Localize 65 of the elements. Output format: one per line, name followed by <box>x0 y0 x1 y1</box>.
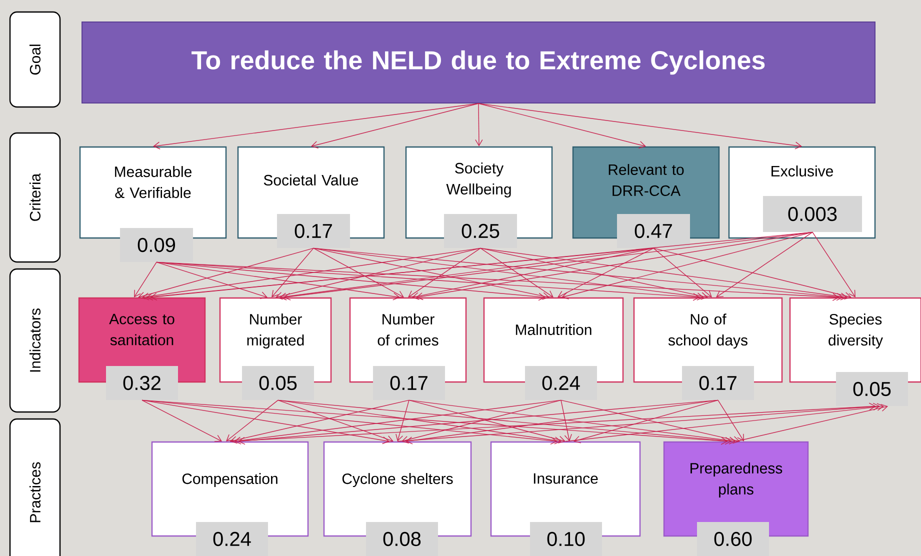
arrow <box>142 400 390 444</box>
arrow <box>565 403 884 442</box>
arrow <box>412 248 654 300</box>
weight-box: 0.25 <box>444 214 517 248</box>
arrow <box>718 400 744 442</box>
arrow <box>313 248 550 300</box>
arrow <box>416 232 813 300</box>
weight-box: 0.05 <box>836 372 908 406</box>
arrow <box>397 402 880 442</box>
weight-box: 0.003 <box>763 196 862 232</box>
row-label: Indicators <box>9 268 61 413</box>
arrow <box>396 400 410 442</box>
arrow <box>153 103 479 150</box>
arrow <box>480 248 848 300</box>
arrow <box>284 232 813 300</box>
weight-box: 0.24 <box>525 366 597 400</box>
arrow <box>313 248 844 301</box>
weight-box: 0.05 <box>242 366 314 400</box>
arrow <box>156 262 268 300</box>
arrow <box>736 404 888 442</box>
arrow <box>653 248 712 298</box>
weight-box: 0.32 <box>106 366 178 400</box>
arrow <box>560 400 740 444</box>
arrow <box>574 400 718 444</box>
arrow <box>478 103 802 150</box>
arrow <box>142 248 481 300</box>
criterion-box: Measurable & Verifiable <box>79 146 227 239</box>
row-label: Goal <box>9 11 61 108</box>
arrow <box>480 248 554 298</box>
arrow <box>226 400 278 442</box>
arrow <box>276 248 481 300</box>
arrow <box>142 400 222 442</box>
row-label: Criteria <box>9 132 61 263</box>
arrow <box>156 262 546 301</box>
arrow <box>408 248 481 298</box>
arrow <box>230 402 876 442</box>
arrow <box>716 232 813 298</box>
weight-box: 0.17 <box>373 366 445 400</box>
row-label: Practices <box>9 418 61 556</box>
weight-box: 0.17 <box>682 366 754 400</box>
arrow <box>142 400 558 445</box>
arrow <box>478 103 646 148</box>
arrow <box>142 400 728 445</box>
arrow <box>138 248 314 300</box>
weight-box: 0.09 <box>120 228 193 262</box>
arrow <box>812 232 856 298</box>
arrow <box>558 248 654 298</box>
arrow <box>278 400 394 443</box>
arrow <box>313 248 704 300</box>
arrow <box>230 400 410 444</box>
weight-box: 0.17 <box>277 214 350 248</box>
arrow <box>272 248 314 298</box>
indicator-box: Species diversity <box>789 297 921 383</box>
arrow <box>156 262 840 301</box>
arrow <box>653 248 852 300</box>
goal-box: To reduce the NELD due to Extreme Cyclones <box>82 22 876 104</box>
arrow <box>560 400 572 442</box>
arrow <box>480 248 708 300</box>
arrow <box>313 248 404 298</box>
arrow <box>134 262 157 298</box>
arrow <box>562 232 813 300</box>
weight-box: 0.47 <box>617 214 690 248</box>
arrow <box>475 103 483 146</box>
arrow <box>156 262 400 300</box>
arrow <box>311 103 479 148</box>
